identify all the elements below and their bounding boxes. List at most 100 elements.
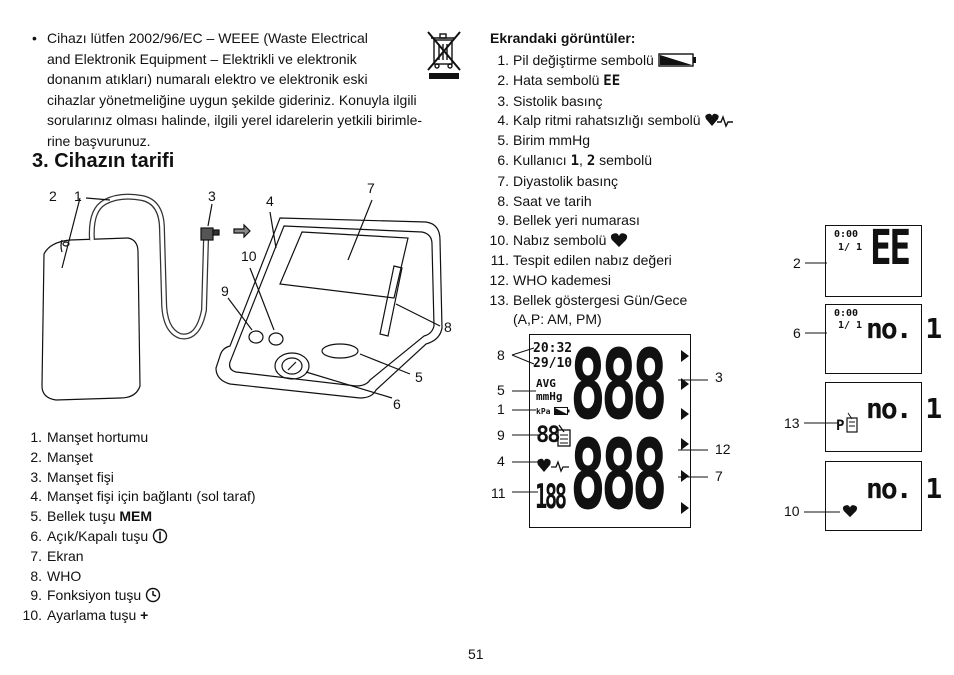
callout-3: 3 xyxy=(208,188,216,204)
mem-label: MEM xyxy=(119,508,153,525)
list-item: 7.Diyastolik basınç xyxy=(497,172,619,189)
lcd-callout-1: 1 xyxy=(497,401,505,417)
svg-text:P: P xyxy=(836,418,844,434)
list-item: 8.WHO xyxy=(30,567,82,584)
list-item: 1.Manşet hortumu xyxy=(30,429,149,445)
callout-5: 5 xyxy=(415,369,423,385)
list-item: 10.Nabız sembolü xyxy=(487,231,734,251)
who-indicator-arrows xyxy=(681,350,689,514)
list-item: (A,P: AM, PM) xyxy=(513,311,602,328)
mini-user: 1/ 1 xyxy=(838,242,863,253)
mini-callout-13: 13 xyxy=(784,415,800,431)
lcd-diastolic-digits: 888 xyxy=(570,419,668,531)
list-item: 3.Sistolik basınç xyxy=(497,92,603,109)
mini-display-user xyxy=(825,304,922,374)
mini-main-no1: no. 1 xyxy=(866,392,942,425)
list-item: 7.Ekran xyxy=(30,547,84,564)
mini-memory-ap-icon: P xyxy=(836,412,858,434)
list-item: 3.Manşet fişi xyxy=(30,468,114,485)
callout-10: 10 xyxy=(241,248,257,264)
lcd-callout-lines xyxy=(511,347,708,493)
list-item: 4.Manşet fişi için bağlantı (sol taraf) xyxy=(30,488,256,505)
battery-icon xyxy=(658,53,696,67)
bullet: • xyxy=(32,30,37,46)
list-item: 2.Hata sembolü EE xyxy=(497,71,621,89)
lcd-display xyxy=(529,334,691,528)
list-item: 10.Ayarlama tuşu + xyxy=(22,607,149,624)
list-item: 9.Fonksiyon tuşu xyxy=(18,586,256,606)
list-item: 2.Manşet xyxy=(30,448,93,465)
weee-line-5: sorularınız olması halinde, ilgili yerel… xyxy=(47,112,423,128)
lcd-pulse-value: 188 xyxy=(535,477,567,517)
mini-callout-6: 6 xyxy=(793,325,801,341)
lcd-callout-7: 7 xyxy=(715,468,723,484)
mini-display-pulse xyxy=(825,461,922,531)
list-item: 13.Bellek göstergesi Gün/Gece xyxy=(489,291,688,308)
display-list: 1.Pil değiştirme sembolü 2.Hata sembolü … xyxy=(487,51,734,330)
list-item: 8.Saat ve tarih xyxy=(497,192,592,209)
arrhythmia-heart-icon xyxy=(705,114,734,129)
callout-9: 9 xyxy=(221,283,229,299)
lcd-callout-8: 8 xyxy=(497,347,505,363)
mini-callout-line xyxy=(804,511,840,513)
lcd-callout-12: 12 xyxy=(715,441,731,457)
user-2-symbol: 2 xyxy=(586,152,596,169)
display-list-title: Ekrandaki görüntüler: xyxy=(490,30,636,46)
lcd-callout-3: 3 xyxy=(715,369,723,385)
list-item: 5.Bellek tuşu MEM xyxy=(30,508,153,525)
lcd-kpa: kPa xyxy=(536,407,551,416)
mini-main-no1: no. 1 xyxy=(866,472,942,505)
device-illustration xyxy=(41,193,443,401)
callout-7: 7 xyxy=(367,180,375,196)
power-icon xyxy=(152,528,168,544)
mini-callout-10: 10 xyxy=(784,503,800,519)
section-title: 3. Cihazın tarifi xyxy=(32,150,175,172)
mini-display-error xyxy=(825,225,922,297)
lcd-callout-5: 5 xyxy=(497,382,505,398)
list-item: 5.Birim mmHg xyxy=(497,132,590,149)
lcd-avg: AVG xyxy=(536,377,556,390)
weee-line-2: and Elektronik Equipment – Elektrikli ve… xyxy=(47,50,357,67)
callout-8: 8 xyxy=(444,319,452,335)
mini-heart-icon xyxy=(842,505,858,518)
list-item: 6.Açık/Kapalı tuşu xyxy=(18,527,256,547)
crossed-bin-icon xyxy=(427,31,461,79)
lcd-callout-9: 9 xyxy=(497,427,505,443)
lcd-time: 20:32 xyxy=(533,341,573,356)
parts-list: 1.Manşet hortumu 2.Manşet 3.Manşet fişi … xyxy=(18,428,256,626)
lcd-callout-4: 4 xyxy=(497,453,505,469)
lcd-heart-arrhythmia-icon xyxy=(537,458,569,473)
heart-icon xyxy=(611,233,628,248)
mini-callout-line xyxy=(805,332,827,334)
list-item: 1.Pil değiştirme sembolü xyxy=(487,51,734,71)
weee-line-3: donanım atıkları) numaralı elektro ve el… xyxy=(47,71,368,87)
mini-time: 0:00 xyxy=(834,308,859,319)
clock-icon xyxy=(145,588,161,603)
list-item: 12.WHO kademesi xyxy=(489,271,612,288)
lcd-battery-icon xyxy=(554,407,570,415)
mini-main-no1: no. 1 xyxy=(866,312,942,345)
callout-6: 6 xyxy=(393,396,401,412)
mini-callout-line xyxy=(804,422,838,424)
mini-callout-2: 2 xyxy=(793,255,801,271)
weee-paragraph: • Cihazı lütfen 2002/96/EC – WEEE (Waste… xyxy=(32,28,462,151)
page-number: 51 xyxy=(468,646,484,662)
weee-line-1: Cihazı lütfen 2002/96/EC – WEEE (Waste E… xyxy=(47,30,368,46)
callout-4: 4 xyxy=(266,193,274,209)
error-symbol: EE xyxy=(603,72,621,89)
list-item: 11.Tespit edilen nabız değeri xyxy=(490,251,672,268)
list-item: 4.Kalp ritmi rahatsızlığı sembolü xyxy=(487,111,734,131)
callout-2: 2 xyxy=(49,188,57,204)
list-item: 6.Kullanıcı 1, 2 sembolü xyxy=(497,151,653,169)
user-1-symbol: 1 xyxy=(570,152,580,169)
mini-user: 1/ 1 xyxy=(838,320,863,331)
lcd-memory-number: 88 xyxy=(536,423,560,448)
lcd-systolic-digits: 888 xyxy=(570,329,668,441)
mini-display-memory xyxy=(825,382,922,452)
lcd-callout-11: 11 xyxy=(491,485,506,501)
weee-line-6: rine başvurunuz. xyxy=(47,132,151,149)
list-item: 9.Bellek yeri numarası xyxy=(497,212,640,229)
mini-callout-line xyxy=(805,262,827,264)
callout-1: 1 xyxy=(74,188,82,204)
mini-main-ee: EE xyxy=(870,220,911,276)
